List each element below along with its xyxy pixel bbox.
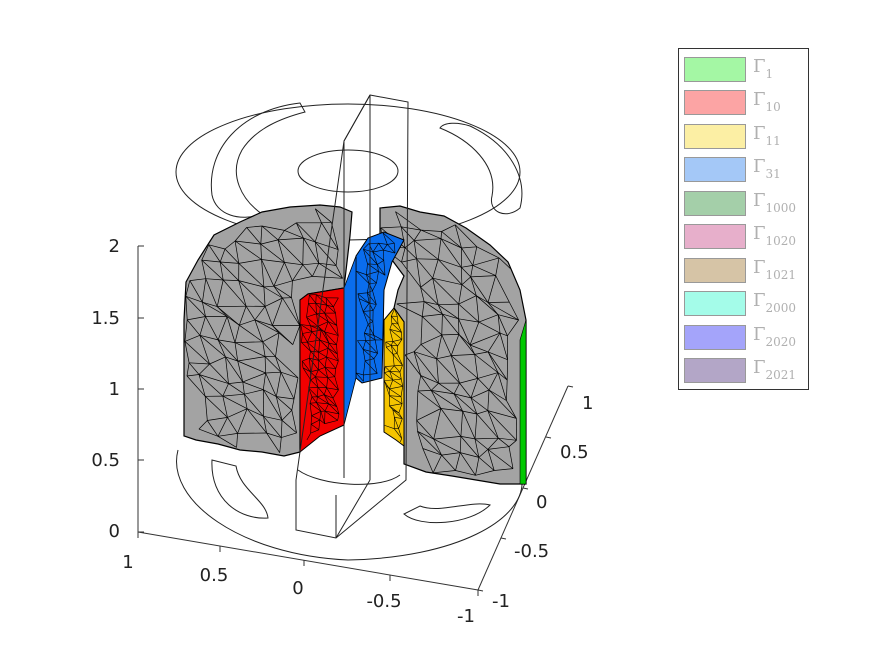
legend-swatch	[684, 224, 746, 249]
mesh-body	[183, 204, 527, 485]
green-face	[519, 319, 527, 485]
x-tick-label: -0.5	[366, 591, 401, 612]
y-tick-marks	[477, 385, 574, 592]
y-tick-label: -1	[492, 591, 510, 612]
legend-swatch	[684, 90, 746, 115]
legend-item: Γ2021	[684, 356, 808, 384]
legend-label: Γ1000	[753, 190, 797, 215]
legend-label: Γ11	[753, 123, 781, 148]
legend-item: Γ1021	[684, 256, 808, 284]
legend-swatch	[684, 258, 746, 283]
y-tick-label: 1	[582, 393, 593, 414]
legend-label: Γ1	[753, 56, 774, 81]
x-tick-label: -1	[457, 606, 475, 627]
legend-label: Γ2000	[753, 290, 797, 315]
z-tick-label: 2	[109, 236, 120, 257]
legend-swatch	[684, 124, 746, 149]
colored-faces	[299, 231, 527, 485]
x-tick-label: 0	[292, 578, 303, 599]
cut-plane	[295, 94, 409, 539]
legend-item: Γ1	[684, 55, 808, 83]
bottom-outline	[176, 449, 523, 561]
z-tick-label: 1.5	[91, 308, 120, 329]
legend-swatch	[684, 57, 746, 82]
legend-label: Γ1020	[753, 223, 797, 248]
legend-swatch	[684, 191, 746, 216]
legend-item: Γ10	[684, 88, 808, 116]
x-axis-line	[137, 531, 479, 591]
legend-item: Γ1020	[684, 222, 808, 250]
legend-label: Γ10	[753, 89, 781, 114]
x-tick-label: 0.5	[200, 565, 229, 586]
legend-label: Γ31	[753, 156, 781, 181]
y-tick-label: 0	[536, 492, 547, 513]
legend-swatch	[684, 291, 746, 316]
legend-swatch	[684, 325, 746, 350]
blue-face-side	[343, 255, 357, 426]
z-tick-marks	[138, 245, 144, 533]
legend-item: Γ11	[684, 122, 808, 150]
z-tick-label: 0.5	[91, 450, 120, 471]
blue-face	[355, 231, 405, 384]
y-tick-label: -0.5	[514, 541, 549, 562]
axes	[137, 245, 574, 596]
legend-item: Γ31	[684, 155, 808, 183]
legend-swatch	[684, 358, 746, 383]
legend-label: Γ1021	[753, 257, 797, 282]
legend-label: Γ2021	[753, 357, 797, 382]
legend: Γ1 Γ10 Γ11 Γ31 Γ1000 Γ1020 Γ1021 Γ2000 Γ…	[678, 48, 809, 390]
z-tick-label: 0	[109, 521, 120, 542]
legend-item: Γ1000	[684, 189, 808, 217]
x-tick-marks	[137, 532, 479, 596]
y-tick-label: 0.5	[560, 442, 589, 463]
legend-item: Γ2020	[684, 323, 808, 351]
z-tick-label: 1	[109, 379, 120, 400]
legend-item: Γ2000	[684, 289, 808, 317]
legend-label: Γ2020	[753, 324, 797, 349]
legend-swatch	[684, 157, 746, 182]
x-tick-label: 1	[122, 552, 133, 573]
